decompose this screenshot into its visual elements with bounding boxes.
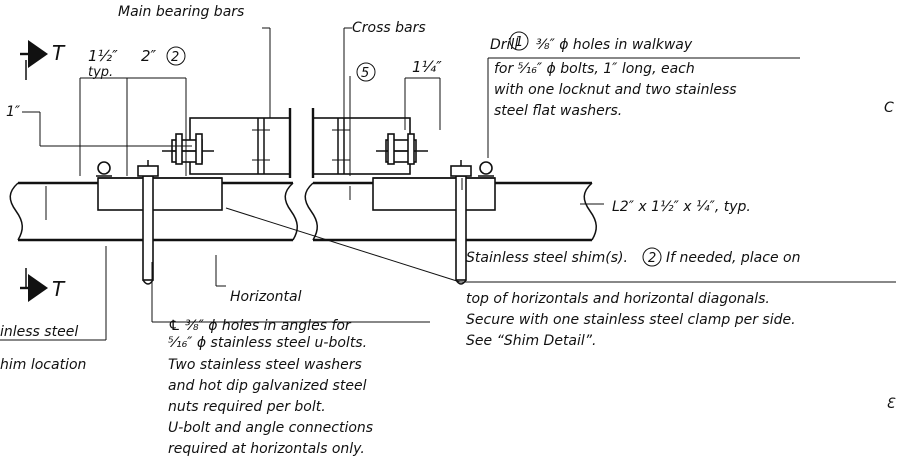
right-angle [372, 177, 496, 211]
dim-one-and-half: 1½″ [88, 47, 118, 65]
left-note-line2: him location [0, 357, 86, 373]
cross-bars-label: Cross bars [352, 20, 426, 36]
ubolt-note-line1: ℄ ⅜″ ϕ holes in angles for [168, 318, 352, 334]
ubolt-note-line5: nuts required per bolt. [168, 399, 326, 415]
drill-note-line1: ⅜″ ϕ holes in walkway [536, 37, 693, 53]
section-letter-top: T [52, 41, 66, 65]
dim-one-inch: 1″ [6, 104, 21, 120]
drill-note-line3: with one locknut and two stainless [494, 82, 737, 98]
dim-typ: typ. [88, 65, 113, 80]
right-walkway-bolt [376, 133, 428, 165]
shim-note-line1a: Stainless steel shim(s). [466, 250, 628, 266]
shim-note-line2: top of horizontals and horizontal diagon… [466, 291, 770, 307]
leader-lines [0, 27, 896, 341]
callout-2-top-number: 2 [171, 50, 179, 65]
left-u-bolt [137, 160, 159, 285]
callout-circle-1 [509, 31, 529, 51]
ubolt-note-line3: Two stainless steel washers [168, 357, 362, 373]
left-shim-clamp [96, 161, 112, 177]
callout-circle-5 [356, 62, 376, 82]
left-note-line1: inless steel [0, 324, 78, 340]
right-shim-clamp [478, 161, 494, 177]
ubolt-note-line4: and hot dip galvanized steel [168, 378, 367, 394]
ubolt-note-line2: ⁵⁄₁₆″ ϕ stainless steel u-bolts. [168, 335, 367, 351]
section-letter-bottom: T [52, 277, 66, 301]
callout-circle-2-top [166, 46, 186, 66]
right-u-bolt [450, 160, 472, 285]
callout-circle-2-shim [642, 247, 662, 267]
callout-5-number: 5 [361, 66, 369, 81]
shim-note-line1b: If needed, place on [666, 250, 800, 266]
cross-bar-plate [288, 108, 315, 178]
shim-note-line4: See “Shim Detail”. [466, 333, 597, 349]
section-cut-marker-top [20, 40, 48, 80]
ubolt-note-line7: required at horizontals only. [168, 441, 365, 457]
drill-callout-number: 1 [515, 35, 523, 50]
dim-two: 2″ [141, 47, 157, 65]
shim-callout-number: 2 [648, 251, 656, 266]
section-cut-marker-bottom [20, 268, 48, 302]
drill-note-line4: steel flat washers. [494, 103, 622, 119]
main-bearing-bars-label: Main bearing bars [118, 4, 244, 20]
ubolt-note-line6: U-bolt and angle connections [168, 420, 373, 436]
dim-quarter-top: 1¼″ [412, 58, 442, 76]
dimension-lines [22, 76, 463, 220]
cut-right-c: C [884, 100, 894, 116]
drill-note-line2: for ⁵⁄₁₆″ ϕ bolts, 1″ long, each [494, 61, 695, 77]
shim-note-line3: Secure with one stainless steel clamp pe… [466, 312, 796, 328]
left-bearing-block [189, 117, 291, 175]
horizontal-label: Horizontal [230, 289, 302, 305]
cut-right-glyph: Ɛ [886, 396, 896, 412]
left-angle [97, 177, 223, 211]
angle-size-label: L2″ x 1½″ x ¼″, typ. [612, 199, 751, 215]
drill-note-prefix: Drill [490, 37, 518, 53]
